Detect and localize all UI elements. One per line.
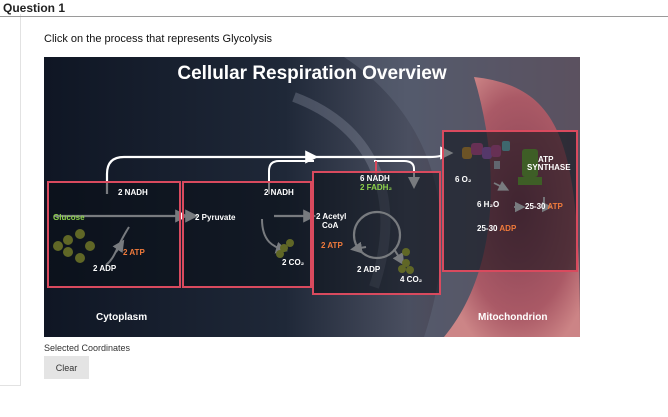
pyruvate-nadh-label: 2 NADH: [264, 188, 294, 197]
mitochondrion-label: Mitochondrion: [478, 312, 548, 323]
glycolysis-process[interactable]: [47, 181, 181, 288]
question-prompt: Click on the process that represents Gly…: [44, 33, 273, 45]
acetyl-coa-label-1: 2 Acetyl: [316, 212, 347, 221]
question-header: Question 1: [0, 0, 668, 17]
glucose-label: Glucose: [53, 213, 85, 222]
pyruvate-oxidation-process[interactable]: [182, 181, 312, 288]
pyruvate-co2-label: 2 CO₂: [282, 258, 305, 267]
glycolysis-adp-label: 2 ADP: [93, 264, 117, 273]
water-label: 6 H₂O: [477, 200, 500, 209]
pyruvate-label: 2 Pyruvate: [195, 213, 236, 222]
question-title: Question 1: [3, 1, 66, 15]
krebs-nadh-label: 6 NADH: [360, 174, 390, 183]
atp-synthase-label-1: ATP: [538, 155, 554, 164]
clear-button[interactable]: Clear: [44, 356, 89, 379]
cytoplasm-label: Cytoplasm: [96, 312, 148, 323]
respiration-figure[interactable]: Cellular Respiration Overview 2 NADH Glu…: [44, 57, 580, 337]
glycolysis-nadh-label: 2 NADH: [118, 188, 148, 197]
krebs-fadh2-label: 2 FADH₂: [360, 183, 393, 192]
acetyl-coa-label-2: CoA: [322, 221, 339, 230]
krebs-cycle-process[interactable]: [312, 171, 441, 295]
krebs-adp-label: 2 ADP: [357, 265, 381, 274]
atp-synthase-label-2: SYNTHASE: [527, 163, 571, 172]
krebs-co2-label: 4 CO₂: [400, 275, 423, 284]
left-rule: [0, 14, 21, 386]
krebs-atp-label: 2 ATP: [321, 241, 343, 250]
selected-coordinates-label: Selected Coordinates: [44, 343, 131, 353]
electron-transport-process[interactable]: [442, 130, 578, 272]
glycolysis-atp-label: 2 ATP: [123, 248, 145, 257]
oxygen-label: 6 O₂: [455, 175, 472, 184]
etc-atp-label: 25-30 ATP: [525, 202, 563, 211]
figure-title: Cellular Respiration Overview: [177, 63, 447, 84]
etc-adp-label: 25-30 ADP: [477, 224, 517, 233]
